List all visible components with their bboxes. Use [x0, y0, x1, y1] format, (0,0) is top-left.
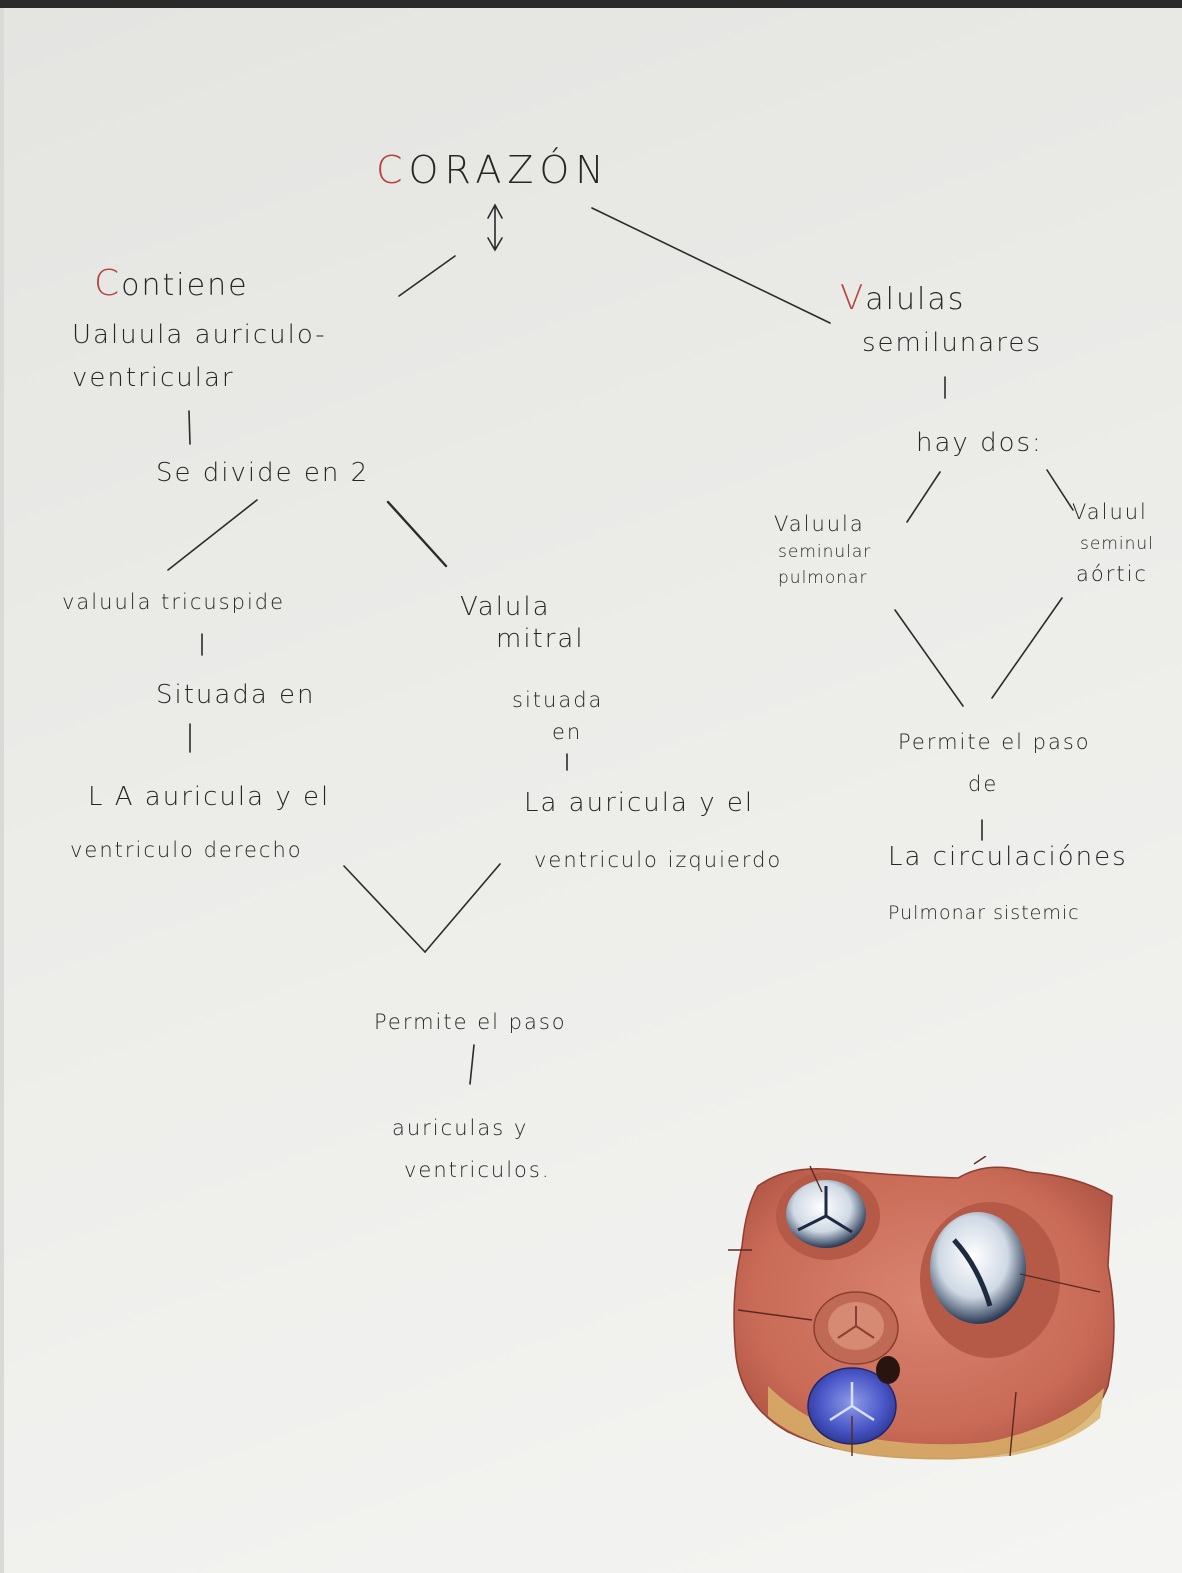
mitral-situada-line1: situada [512, 688, 604, 712]
divide-to-tricuspide-line [167, 499, 258, 571]
av-valve-line2: ventricular [72, 363, 235, 393]
divide-to-mitral-line [386, 500, 448, 568]
aortica-line3: aórtic [1076, 562, 1148, 586]
mitral-loc-line2: ventriculo izquierdo [534, 848, 783, 872]
semilunares-permite-line1: Permite el paso [898, 730, 1091, 754]
paper-sheet: CORAZÓN Contiene Ualuula auriculo- ventr… [4, 8, 1182, 1573]
contiene-initial: C [94, 263, 122, 304]
heart-valves-illustration [728, 1156, 1115, 1460]
title-rest: ORAZÓN [408, 148, 610, 192]
av-valve-line1: Ualuula auriculo- [72, 320, 327, 350]
connector-lines [167, 203, 1074, 1085]
aortica-line2: seminul [1080, 534, 1154, 554]
circulacion-line1: La circulaciónes [888, 842, 1128, 872]
title-initial: C [376, 148, 409, 192]
bottom-result-line1: auriculas y [392, 1116, 529, 1140]
pulmonar-to-permite-line [894, 609, 964, 707]
permite-to-result-line [469, 1044, 475, 1085]
pulmonar-line3: pulmonar [778, 568, 868, 588]
title: CORAZÓN [376, 148, 610, 192]
title-to-valvulas-line [591, 207, 831, 324]
tricuspide-loc-line1: L A auricula y el [88, 782, 331, 812]
divide-text: Se divide en 2 [156, 458, 370, 488]
pulmonar-line2: seminular [778, 542, 872, 562]
circulacion-line2: Pulmonar sistemic [888, 902, 1080, 924]
aortica-to-permite-line [991, 597, 1063, 699]
tricuspide-situada: Situada en [156, 680, 316, 710]
v-right-line [424, 863, 501, 953]
semilunares-initial: V [840, 278, 866, 318]
title-double-arrow [487, 203, 503, 252]
contiene-heading: Contiene [94, 263, 249, 304]
contiene-rest: ontiene [121, 268, 249, 303]
bottom-permite: Permite el paso [374, 1010, 567, 1034]
v-left-line [343, 865, 426, 953]
semilunares-rest: alulas [865, 282, 966, 317]
tricuspide-loc-line2: ventriculo derecho [70, 838, 303, 862]
aortica-line1: Valuul [1072, 500, 1148, 524]
mitral-name-line1: Valula [460, 592, 551, 622]
haydos-to-pulmonar-line [906, 471, 941, 523]
mitral-name-line2: mitral [496, 624, 585, 654]
haydos-to-aortica-line [1046, 469, 1074, 511]
hay-dos-text: hay dos: [916, 428, 1043, 458]
pulmonar-line1: Valuula [774, 512, 865, 536]
bottom-result-line2: ventriculos. [404, 1158, 551, 1182]
title-to-contiene-line [398, 255, 456, 297]
semilunares-line2: semilunares [862, 328, 1042, 358]
mitral-loc-line1: La auricula y el [524, 788, 755, 818]
av-to-divide-line [188, 410, 191, 445]
semilunares-permite-line2: de [968, 772, 999, 796]
semilunares-heading: Valulas [840, 278, 965, 318]
mitral-situada-line2: en [552, 720, 583, 744]
tricuspide-name: valuula tricuspide [62, 590, 286, 614]
